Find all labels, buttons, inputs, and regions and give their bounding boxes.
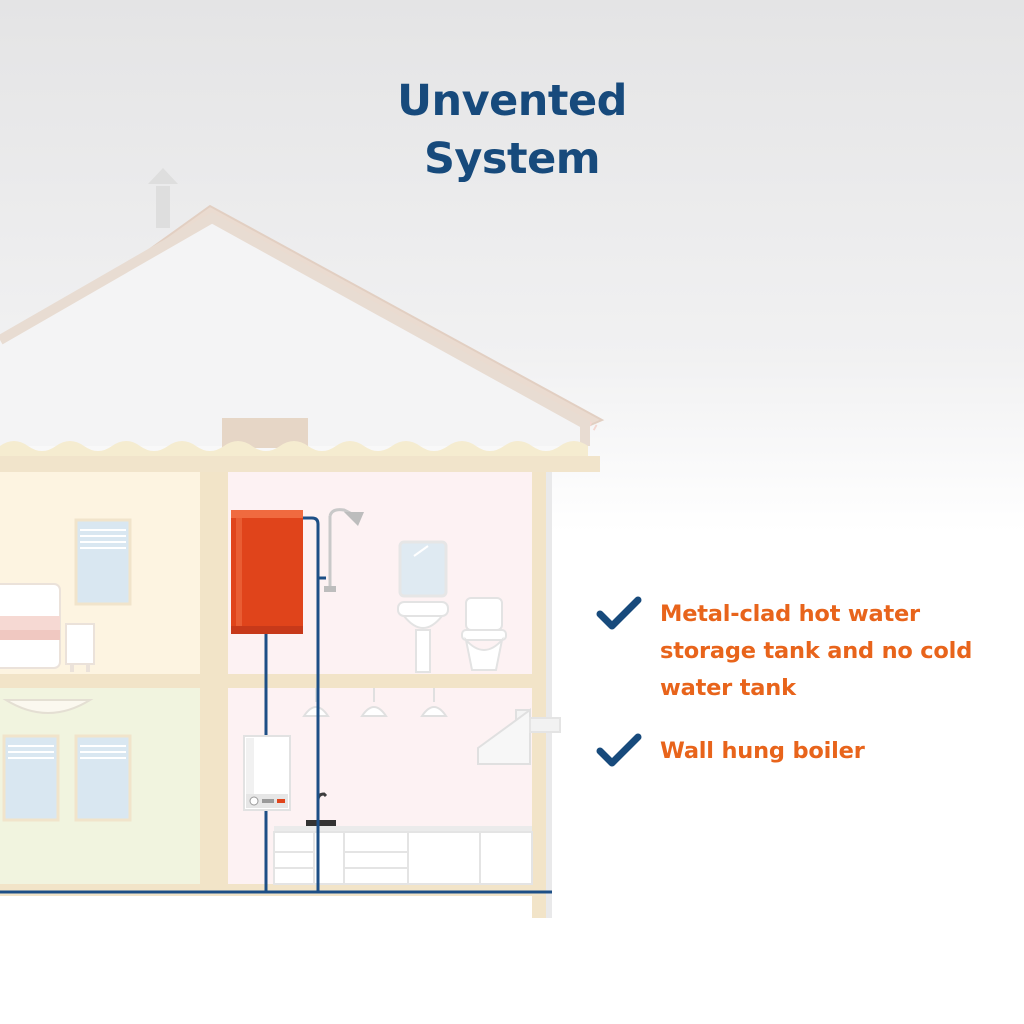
living-window-right [74,734,132,822]
chimney [148,168,178,228]
ceiling-beam [0,456,600,472]
toilet [461,597,507,671]
bathroom-sink [397,601,449,673]
feature-text-boiler: Wall hung boiler [660,738,865,764]
boiler-gauge-icon [249,796,259,806]
kitchen-pendant-lamps [302,688,448,717]
page-title: Unvented System [312,72,712,188]
kitchen-counter [273,826,533,885]
hot-water-storage-tank [231,510,303,634]
shower-head-icon [344,512,364,526]
bedroom-window [74,518,132,606]
check-icon [596,596,642,630]
feature-item-boiler: Wall hung boiler [596,733,1016,770]
bed [0,583,61,669]
bathroom-mirror [398,540,448,598]
living-window-left [2,734,60,822]
wall-hung-boiler [243,735,291,811]
feature-text-tank: Metal-clad hot water storage tank and no… [660,601,973,701]
check-icon [596,733,642,767]
house-frame [0,472,552,918]
living-ceiling-lamp [2,699,94,714]
shower [324,508,364,592]
nightstand [65,623,95,672]
feature-item-tank: Metal-clad hot water storage tank and no… [596,596,1016,707]
page-title-line-2: System [423,134,601,184]
feature-list: Metal-clad hot water storage tank and no… [596,596,1016,796]
roof [0,204,605,446]
attic-insulation [0,441,588,456]
page-title-line-1: Unvented [397,76,627,126]
cooker-hood [477,708,561,765]
